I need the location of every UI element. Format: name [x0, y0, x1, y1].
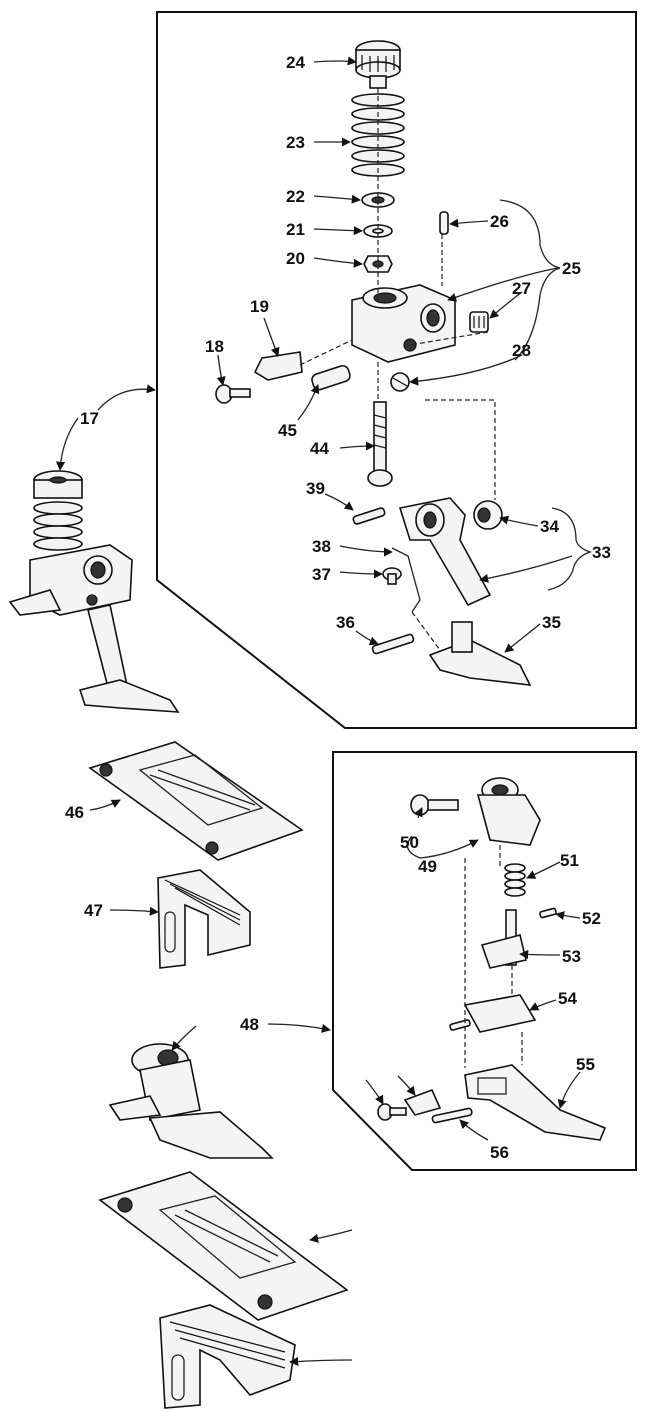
- presser-foot-31: [428, 621, 532, 686]
- callout-36: 44: [310, 439, 329, 458]
- callout-24: 24: [286, 53, 305, 72]
- callout-30: 34: [540, 517, 559, 536]
- thread-guide: [253, 351, 303, 381]
- assembled-foot-44: [108, 1043, 274, 1159]
- callout-28: 28: [512, 341, 531, 360]
- callout-27: 27: [512, 279, 531, 298]
- callout-22: 22: [286, 187, 305, 206]
- callout-21: 21: [286, 220, 305, 239]
- callout-26: 26: [490, 212, 509, 231]
- callout-47: 51: [560, 851, 579, 870]
- callout-31: 35: [542, 613, 561, 632]
- spring-47: [504, 863, 526, 897]
- clip-34: [391, 547, 421, 613]
- callout-48: 52: [582, 909, 601, 928]
- pin-48: [539, 907, 557, 919]
- callout-45: 49: [418, 857, 437, 876]
- callout-33: 37: [312, 565, 331, 584]
- callout-52: 56: [490, 1143, 509, 1162]
- callout-19: 19: [250, 297, 269, 316]
- presser-shank: [398, 497, 492, 607]
- pin-32: [371, 633, 415, 655]
- callout-46: 50: [400, 833, 419, 852]
- feed-dog-56: [159, 1304, 296, 1409]
- callout-44: 48: [240, 1015, 259, 1034]
- thumb-nut: [355, 40, 401, 89]
- screw-18: [215, 384, 251, 404]
- presser-bar-bracket: [351, 284, 456, 363]
- callout-23: 23: [286, 133, 305, 152]
- hinge-shank-45: [476, 777, 541, 846]
- callout-39: 47: [84, 901, 103, 920]
- screw-33: [382, 567, 402, 585]
- throat-plate-55: [98, 1171, 349, 1321]
- guide-53: [403, 1088, 442, 1116]
- pin-50b: [449, 1019, 471, 1031]
- leader-lines: [56, 56, 593, 1366]
- assembly-lines-lower: [464, 845, 523, 1068]
- callout-29: 33: [592, 543, 611, 562]
- plunger-49: [480, 909, 527, 969]
- throat-plate-38: [88, 741, 304, 861]
- callout-18: 18: [205, 337, 224, 356]
- callout-35: 39: [306, 479, 325, 498]
- presser-bar-stud: [367, 401, 393, 487]
- bushing-30: [473, 500, 503, 530]
- bushing-37: [311, 364, 351, 391]
- callout-49: 53: [562, 947, 581, 966]
- plate-50: [463, 994, 537, 1033]
- pin-35: [352, 507, 386, 525]
- callout-34: 38: [312, 537, 331, 556]
- callout-17: 17: [80, 409, 99, 428]
- callout-37: 45: [278, 421, 297, 440]
- assembly-lines-upper: [299, 88, 496, 651]
- feed-dog-39: [157, 869, 251, 969]
- callout-20: 20: [286, 249, 305, 268]
- callout-50: 54: [558, 989, 577, 1008]
- upper-panel-frame: [156, 11, 637, 729]
- screw-54: [377, 1103, 407, 1121]
- assembled-presser-foot: [8, 470, 180, 713]
- screw-46: [410, 794, 459, 816]
- set-screw-28: [390, 372, 410, 392]
- pin-52: [431, 1107, 473, 1124]
- callout-38: 46: [65, 803, 84, 822]
- foot-51: [464, 1064, 607, 1141]
- lower-panel-frame: [332, 751, 637, 1171]
- set-screw-27: [469, 311, 489, 333]
- callout-25: 25: [562, 259, 581, 278]
- callout-51: 55: [576, 1055, 595, 1074]
- pin-26: [439, 211, 449, 235]
- callout-32: 36: [336, 613, 355, 632]
